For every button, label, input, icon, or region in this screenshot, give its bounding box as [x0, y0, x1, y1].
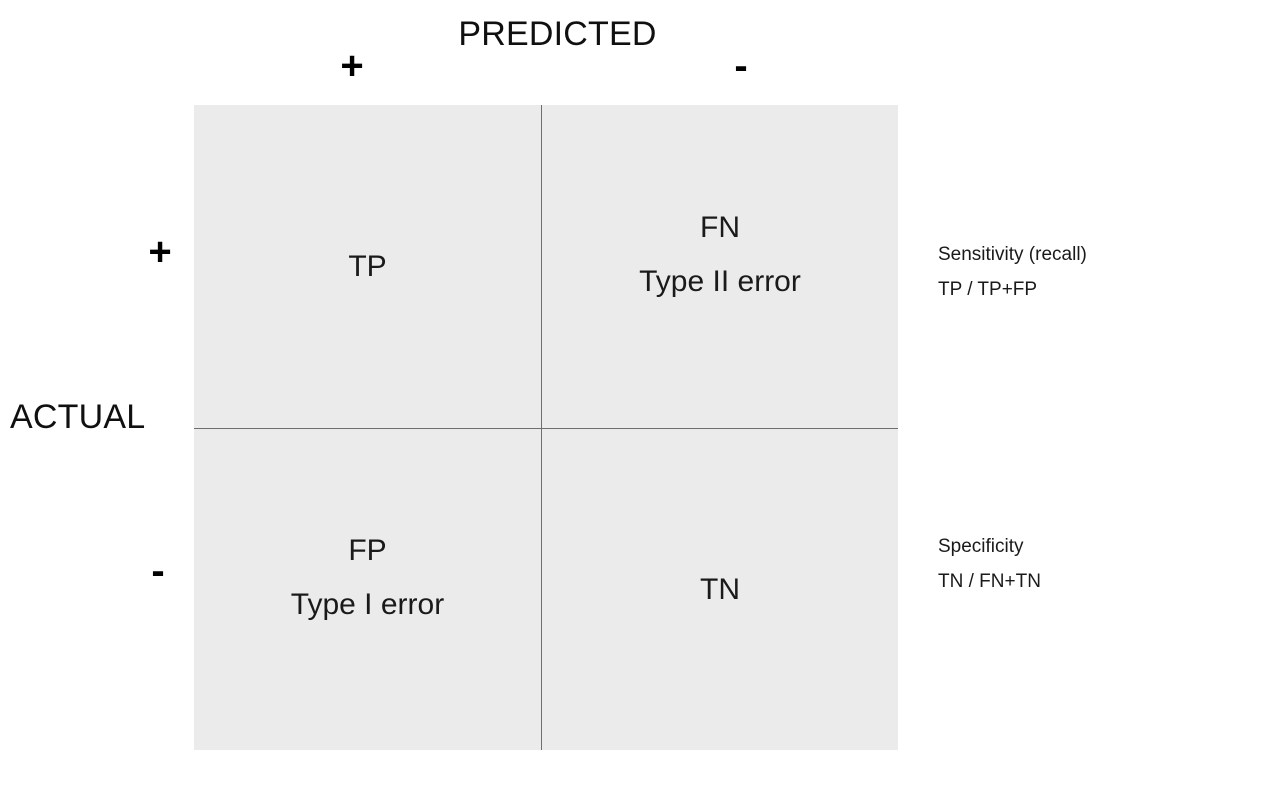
cell-false-negative: FN Type II error — [542, 105, 898, 428]
row-header-actual-negative: - — [151, 549, 165, 593]
cell-code-tp: TP — [348, 249, 387, 283]
cell-true-positive: TP — [194, 105, 541, 428]
row-header-actual-positive: + — [148, 230, 172, 274]
metric-specificity: Specificity TN / FN+TN — [938, 529, 1041, 599]
metric-specificity-formula: TN / FN+TN — [938, 571, 1041, 593]
matrix-grid: TP FN Type II error FP Type I error TN — [194, 105, 898, 750]
metric-sensitivity-formula: TP / TP+FP — [938, 279, 1038, 301]
cell-subtitle-fn: Type II error — [639, 264, 801, 298]
cell-subtitle-fp: Type I error — [290, 587, 445, 621]
cell-code-fp: FP — [348, 534, 387, 567]
horizontal-divider-line — [194, 428, 898, 429]
cell-true-negative: TN — [542, 429, 898, 750]
actual-axis-title: ACTUAL — [10, 398, 146, 436]
cell-code-fn: FN — [700, 211, 740, 244]
predicted-axis-title: PREDICTED — [458, 15, 657, 53]
vertical-divider-line — [541, 105, 542, 750]
cell-false-positive: FP Type I error — [194, 429, 541, 750]
column-header-predicted-negative: - — [734, 44, 748, 88]
metric-sensitivity-name: Sensitivity (recall) — [938, 244, 1087, 265]
metric-specificity-name: Specificity — [938, 536, 1024, 557]
metric-sensitivity: Sensitivity (recall) TP / TP+FP — [938, 237, 1087, 307]
cell-code-tn: TN — [700, 572, 740, 606]
column-header-predicted-positive: + — [340, 44, 364, 88]
